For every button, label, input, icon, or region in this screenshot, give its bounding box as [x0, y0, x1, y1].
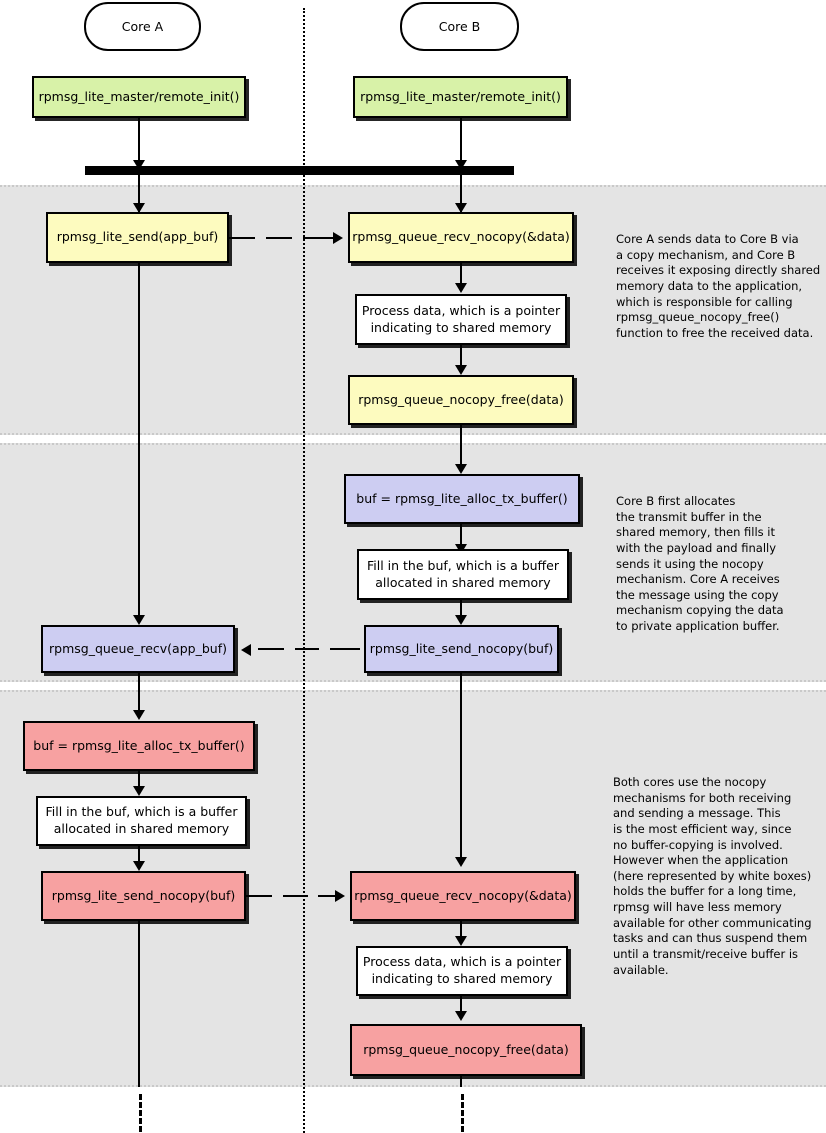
node-a1-rpmsg-lite-send[interactable]: rpmsg_lite_send(app_buf)	[46, 212, 229, 263]
node-b1-rpmsg-queue-recv-nocopy[interactable]: rpmsg_queue_recv_nocopy(&data)	[348, 212, 574, 263]
arrow-b5-to-b6	[460, 600, 462, 619]
arrow-init-a-to-sync	[138, 118, 140, 164]
lifeline-core-a	[138, 175, 140, 212]
node-b4-label: buf = rpmsg_lite_alloc_tx_buffer()	[356, 490, 568, 506]
node-b1-label: rpmsg_queue_recv_nocopy(&data)	[352, 229, 570, 245]
node-b9-label: rpmsg_queue_nocopy_free(data)	[363, 1041, 569, 1057]
arrow-b8-to-b9-head	[455, 1011, 467, 1021]
arrow-b8-to-b9	[460, 996, 462, 1015]
lifeline-core-a-tail	[138, 921, 140, 1087]
node-b8-label: Process data, which is a pointer indicat…	[362, 954, 562, 986]
node-b7-label: rpmsg_queue_recv_nocopy(&data)	[354, 887, 572, 903]
arrow-b3-to-b4-head	[455, 464, 467, 474]
node-b5-label: Fill in the buf, which is a buffer alloc…	[366, 557, 559, 590]
node-a4-label: Fill in the buf, which is a buffer alloc…	[45, 804, 238, 836]
node-b3-label: rpmsg_queue_nocopy_free(data)	[358, 391, 564, 407]
node-a1-label: rpmsg_lite_send(app_buf)	[56, 229, 219, 245]
arrow-b1-to-b2-head	[455, 283, 467, 293]
message-a1-to-b1-seg1	[229, 237, 255, 239]
arrow-b5-to-b6-head	[455, 615, 467, 625]
node-b4-alloc-tx-buffer[interactable]: buf = rpmsg_lite_alloc_tx_buffer()	[344, 474, 580, 524]
node-a3-alloc-tx-buffer[interactable]: buf = rpmsg_lite_alloc_tx_buffer()	[23, 721, 255, 771]
arrow-init-b-to-sync-head	[455, 160, 467, 170]
node-a3-label: buf = rpmsg_lite_alloc_tx_buffer()	[33, 737, 245, 753]
note-section-2: Core B first allocates the transmit buff…	[616, 494, 784, 633]
node-a4-fill-buf[interactable]: Fill in the buf, which is a buffer alloc…	[36, 796, 247, 846]
node-a2-rpmsg-queue-recv[interactable]: rpmsg_queue_recv(app_buf)	[41, 625, 235, 673]
arrow-init-a-to-sync-head	[133, 160, 145, 170]
note-section-1: Core A sends data to Core B via a copy m…	[616, 232, 821, 340]
node-b2-process-data[interactable]: Process data, which is a pointer indicat…	[355, 294, 567, 345]
node-b6-label: rpmsg_lite_send_nocopy(buf)	[369, 640, 554, 656]
arrow-b3-to-b4	[460, 425, 462, 468]
lifeline-core-b-tail	[460, 1076, 462, 1087]
lifeline-core-b	[460, 175, 462, 212]
sync-bar	[85, 166, 514, 175]
arrow-b7-to-b8-head	[455, 936, 467, 946]
arrow-a2-to-a3	[138, 673, 140, 714]
node-init-core-a[interactable]: rpmsg_lite_master/remote_init()	[32, 76, 246, 118]
node-b5-fill-buf[interactable]: Fill in the buf, which is a buffer alloc…	[357, 549, 569, 600]
node-b3-rpmsg-queue-nocopy-free[interactable]: rpmsg_queue_nocopy_free(data)	[348, 375, 574, 425]
lifeline-core-a-entry-head	[133, 203, 145, 213]
arrow-b2-to-b3	[460, 345, 462, 367]
node-b7-recv-nocopy[interactable]: rpmsg_queue_recv_nocopy(&data)	[350, 871, 576, 921]
arrow-a2-to-a3-head	[133, 710, 145, 720]
arrow-b7-to-b8	[460, 921, 462, 940]
message-b6-to-a2-seg3	[330, 648, 360, 650]
lane-header-core-a-label: Core A	[121, 19, 164, 34]
arrow-a3-to-a4-head	[133, 786, 145, 796]
message-b6-to-a2-seg2	[295, 648, 319, 650]
lifeline-core-b-s3-head	[455, 857, 467, 867]
message-a5-to-b7-seg2	[283, 895, 308, 897]
arrow-a3-to-a4	[138, 771, 140, 790]
node-b6-send-nocopy[interactable]: rpmsg_lite_send_nocopy(buf)	[364, 625, 559, 673]
message-a1-to-b1-head	[333, 232, 343, 244]
node-init-core-b-label: rpmsg_lite_master/remote_init()	[360, 88, 561, 104]
message-a1-to-b1-seg2	[266, 237, 292, 239]
lifeline-core-b-s3	[460, 673, 462, 861]
lifeline-core-a-s1	[138, 263, 140, 623]
arrow-a4-to-a5	[138, 846, 140, 865]
arrow-b4-to-b5	[460, 524, 462, 546]
arrow-b2-to-b3-head	[455, 365, 467, 375]
lane-divider	[303, 8, 305, 1133]
lifeline-core-b-entry-head	[455, 203, 467, 213]
arrow-b1-to-b2	[460, 263, 462, 285]
node-a2-label: rpmsg_queue_recv(app_buf)	[49, 640, 227, 656]
lane-header-core-a: Core A	[84, 2, 201, 51]
lane-header-core-b-label: Core B	[438, 19, 481, 34]
lifeline-core-a-end-dash	[139, 1094, 142, 1132]
node-b2-label: Process data, which is a pointer indicat…	[361, 302, 561, 335]
node-init-core-a-label: rpmsg_lite_master/remote_init()	[38, 88, 240, 104]
node-a5-send-nocopy[interactable]: rpmsg_lite_send_nocopy(buf)	[41, 871, 246, 921]
arrow-init-b-to-sync	[460, 118, 462, 164]
message-b6-to-a2-seg1	[258, 648, 284, 650]
lane-header-core-b: Core B	[400, 2, 519, 51]
arrow-a4-to-a5-head	[133, 861, 145, 871]
node-init-core-b[interactable]: rpmsg_lite_master/remote_init()	[353, 76, 568, 118]
node-b9-nocopy-free[interactable]: rpmsg_queue_nocopy_free(data)	[350, 1024, 582, 1076]
note-section-3: Both cores use the nocopy mechanisms for…	[613, 775, 812, 977]
node-b8-process-data[interactable]: Process data, which is a pointer indicat…	[356, 946, 568, 996]
lifeline-core-b-end-dash	[461, 1094, 464, 1132]
lifeline-core-a-s1-head	[133, 615, 145, 625]
node-a5-label: rpmsg_lite_send_nocopy(buf)	[51, 887, 236, 903]
message-a5-to-b7-seg3	[318, 895, 335, 897]
message-b6-to-a2-head	[241, 644, 251, 656]
message-a5-to-b7-seg1	[246, 895, 272, 897]
message-a5-to-b7-head	[335, 890, 345, 902]
message-a1-to-b1-seg3	[303, 237, 333, 239]
